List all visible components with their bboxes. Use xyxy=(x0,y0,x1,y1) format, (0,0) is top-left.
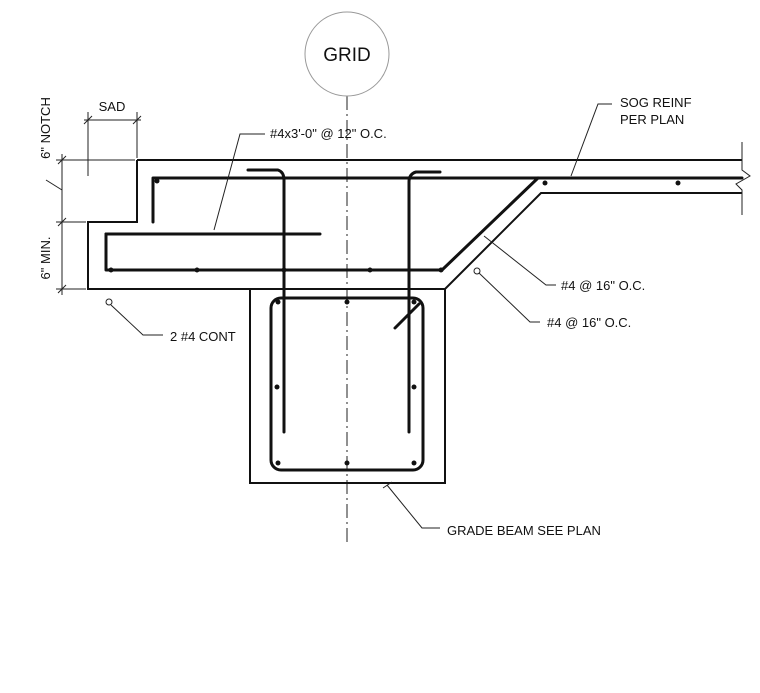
sog-reinf-callout: SOG REINF PER PLAN xyxy=(570,95,692,177)
sad-dimension: SAD xyxy=(83,99,142,176)
break-line xyxy=(735,142,751,215)
min-dimension: 6" MIN. xyxy=(38,216,86,295)
stirrup-hook xyxy=(393,302,421,330)
slope-bar xyxy=(440,176,540,272)
svg-text:#4x3'-0" @ 12" O.C.: #4x3'-0" @ 12" O.C. xyxy=(270,126,387,141)
svg-text:#4 @ 16" O.C.: #4 @ 16" O.C. xyxy=(561,278,645,293)
svg-text:PER PLAN: PER PLAN xyxy=(620,112,684,127)
bar-bot-callout: #4 @ 16" O.C. xyxy=(473,267,631,330)
upper-slab-bar xyxy=(151,176,744,224)
svg-text:6" MIN.: 6" MIN. xyxy=(38,237,53,280)
grid-label: GRID xyxy=(323,45,371,66)
notch-dimension: 6" NOTCH xyxy=(38,97,135,228)
svg-text:2 #4 CONT: 2 #4 CONT xyxy=(170,329,236,344)
svg-text:SOG REINF: SOG REINF xyxy=(620,95,692,110)
svg-text:GRADE BEAM SEE PLAN: GRADE BEAM SEE PLAN xyxy=(447,523,601,538)
dowel-callout: #4x3'-0" @ 12" O.C. xyxy=(213,126,387,231)
grid-bubble xyxy=(304,11,390,97)
rebar-dots xyxy=(108,178,681,466)
dowel-left xyxy=(246,168,286,434)
bar-top-callout: #4 @ 16" O.C. xyxy=(483,235,645,293)
cont-callout: 2 #4 CONT xyxy=(105,298,236,344)
lower-edge-bar xyxy=(104,232,322,252)
grade-beam-callout: GRADE BEAM SEE PLAN xyxy=(382,481,601,538)
svg-text:SAD: SAD xyxy=(99,99,126,114)
concrete-outline xyxy=(87,159,742,290)
svg-text:#4 @ 16" O.C.: #4 @ 16" O.C. xyxy=(547,315,631,330)
dowel-right xyxy=(407,170,442,434)
stirrup xyxy=(269,296,425,472)
grade-beam-outline xyxy=(249,289,446,484)
bottom-slab-bar xyxy=(104,232,444,272)
svg-text:6" NOTCH: 6" NOTCH xyxy=(38,97,53,159)
